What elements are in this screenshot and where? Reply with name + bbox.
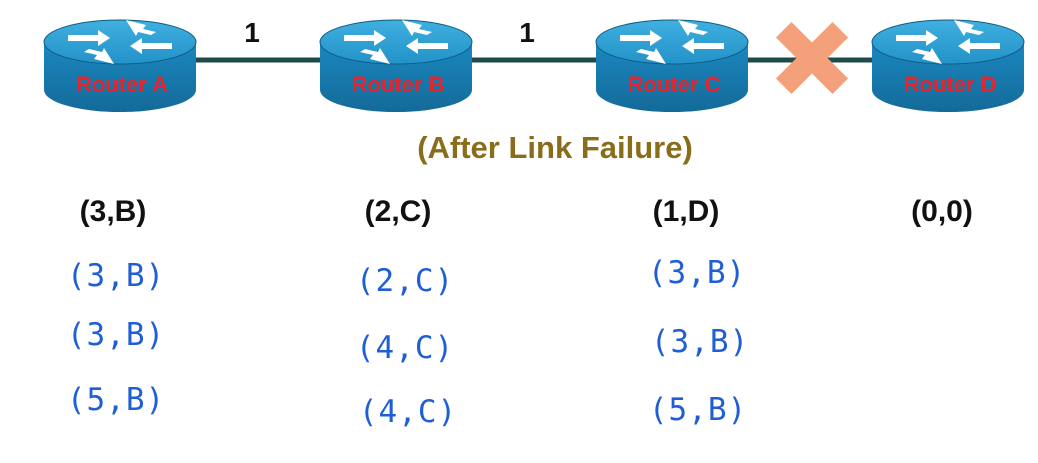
router-label: Router A [76, 72, 168, 97]
caption: (After Link Failure) [417, 130, 693, 165]
link-cost-a-b: 1 [244, 17, 260, 48]
router-icon [595, 19, 749, 113]
router-icon [871, 19, 1025, 113]
iteration-3-router-a: (5,B) [67, 382, 165, 418]
iteration-2-router-b: (4,C) [356, 330, 454, 366]
iteration-2-router-a: (3,B) [67, 317, 165, 353]
router-label: Router C [628, 72, 721, 97]
router-d[interactable]: Router D [871, 19, 1025, 113]
cross-icon [775, 21, 849, 95]
iteration-1-router-c: (3,B) [648, 255, 746, 291]
initial-vector-c: (1,D) [653, 195, 720, 228]
router-c[interactable]: Router C [595, 19, 749, 113]
router-b[interactable]: Router B [319, 19, 473, 113]
initial-vector-a: (3,B) [80, 195, 147, 228]
iteration-1-router-a: (3,B) [67, 258, 165, 294]
router-label: Router B [352, 72, 445, 97]
link-cost-b-c: 1 [519, 17, 535, 48]
iteration-2-router-c: (3,B) [651, 324, 749, 360]
router-icon [319, 19, 473, 113]
iteration-3-router-c: (5,B) [649, 392, 747, 428]
initial-vector-b: (2,C) [365, 195, 432, 228]
router-label: Router D [904, 72, 997, 97]
iteration-3-router-b: (4,C) [359, 394, 457, 430]
router-a[interactable]: Router A [43, 19, 197, 113]
initial-vector-d: (0,0) [911, 195, 973, 228]
router-icon [43, 19, 197, 113]
iteration-1-router-b: (2,C) [356, 263, 454, 299]
